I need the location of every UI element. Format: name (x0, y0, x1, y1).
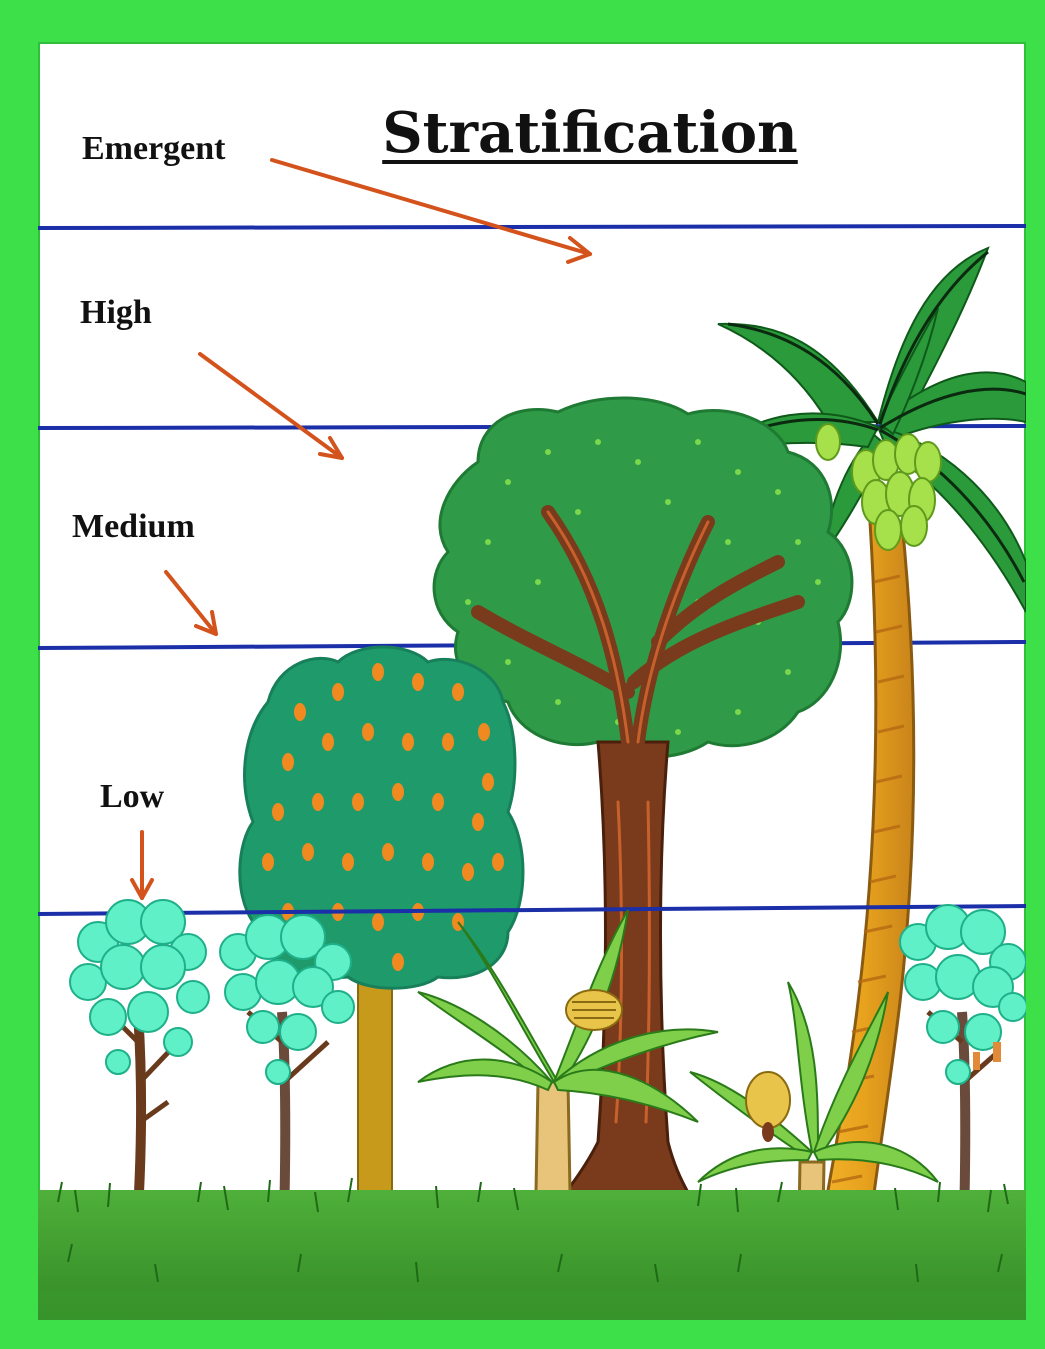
poster-canvas: Stratification Emergent High Medium Low (38, 42, 1026, 1320)
arrow-high (200, 354, 342, 458)
layer-label-high: High (80, 294, 152, 332)
arrow-emergent (272, 160, 590, 262)
shrub-left (70, 900, 209, 1212)
layer-label-medium: Medium (72, 508, 195, 546)
diagram-title: Stratification (96, 100, 1026, 166)
forest-scene (38, 42, 1026, 1320)
arrow-medium (166, 572, 216, 634)
boundary-line-emergent (38, 226, 1026, 228)
arrow-low (132, 832, 152, 898)
layer-label-emergent: Emergent (82, 130, 226, 168)
shrub-middle (220, 915, 354, 1222)
layer-label-low: Low (100, 778, 164, 816)
grass-ground (38, 1178, 1026, 1320)
